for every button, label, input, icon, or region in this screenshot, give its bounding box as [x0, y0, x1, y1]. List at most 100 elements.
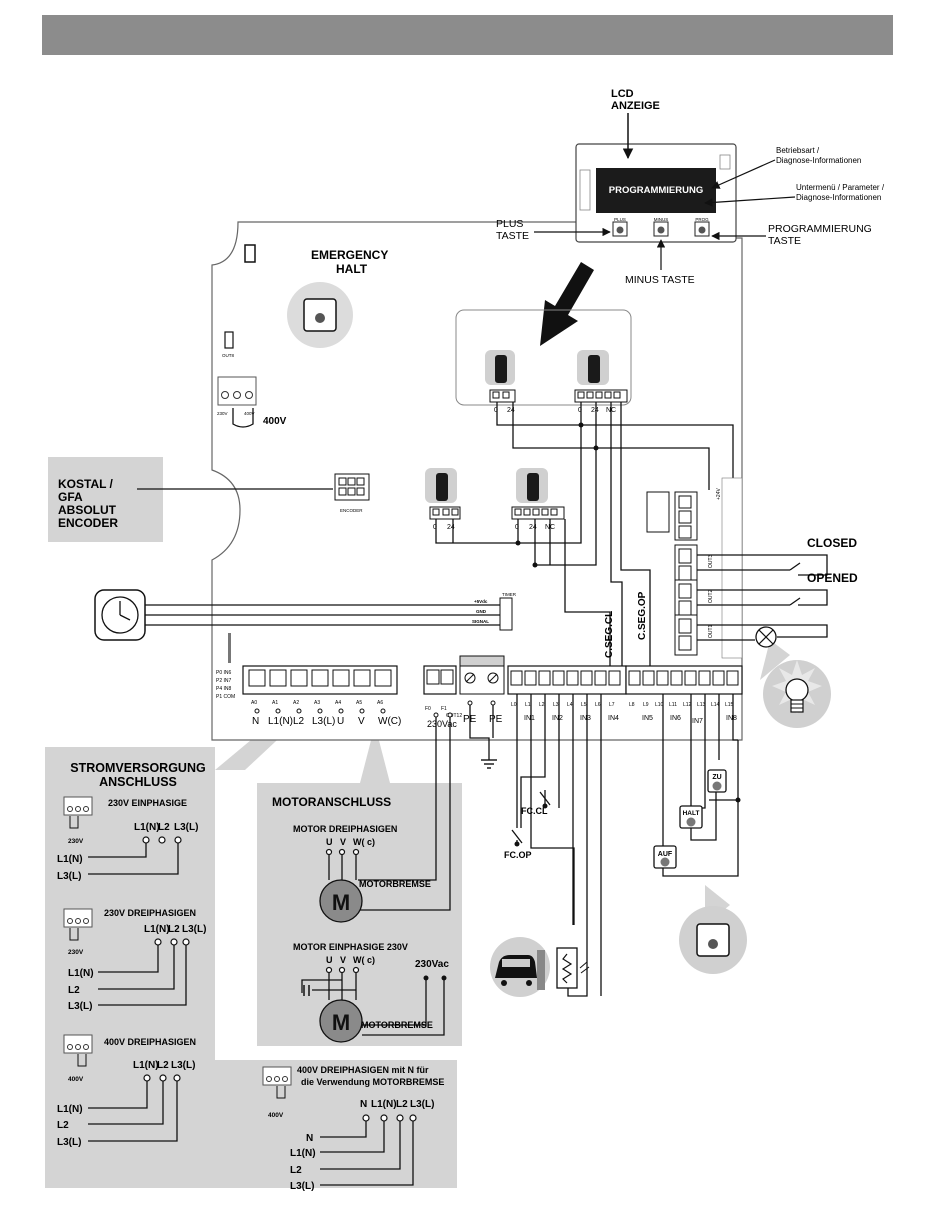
relay-out3 [674, 544, 698, 586]
stop-button[interactable] [679, 906, 747, 974]
svg-text:V: V [358, 716, 365, 727]
svg-text:L2: L2 [293, 716, 305, 727]
svg-text:L3(L): L3(L) [410, 1099, 434, 1110]
svg-text:IN7: IN7 [692, 718, 703, 725]
mini-selector-4 [262, 1066, 292, 1099]
motor-single-phase-title: MOTOR EINPHASIGE 230V [293, 942, 408, 952]
closed-label: CLOSED [807, 536, 857, 550]
svg-text:L1(N): L1(N) [268, 716, 293, 727]
minus-button[interactable]: MINUS [653, 217, 669, 237]
minus-label: MINUS TASTE [625, 274, 695, 286]
svg-text:ABSOLUT: ABSOLUT [58, 503, 117, 517]
timer-connector [499, 597, 513, 631]
motor-2: M [319, 999, 363, 1043]
kostal-panel [48, 457, 163, 542]
halt-button[interactable]: HALT [679, 805, 703, 829]
svg-text:230Vac: 230Vac [415, 959, 449, 970]
svg-text:MOTORBREMSE: MOTORBREMSE [361, 1020, 433, 1030]
motor-panel [257, 783, 462, 1046]
svg-text:L2: L2 [157, 1060, 169, 1071]
fc-op-label: FC.OP [504, 850, 532, 860]
svg-text:GFA: GFA [58, 490, 83, 504]
strom-title: STROMVERSORGUNG [70, 761, 205, 775]
svg-text:24: 24 [591, 407, 599, 414]
voltage-selector [217, 376, 257, 428]
control-board [211, 221, 743, 741]
mini-selector-2 [63, 908, 93, 941]
svg-text:0: 0 [578, 407, 582, 414]
svg-text:U: U [326, 955, 333, 965]
header-bar [42, 15, 893, 55]
svg-text:HALT: HALT [683, 810, 700, 817]
svg-text:PLUS: PLUS [614, 217, 626, 222]
svg-text:P4 IN8: P4 IN8 [216, 686, 232, 692]
svg-text:0: 0 [494, 407, 498, 414]
svg-text:MOTORBREMSE: MOTORBREMSE [359, 879, 431, 889]
svg-text:L3(L): L3(L) [171, 1060, 195, 1071]
input-terminal-block-2 [625, 665, 743, 695]
svg-text:A4: A4 [335, 700, 341, 706]
svg-text:N: N [360, 1099, 367, 1110]
svg-text:A1: A1 [272, 700, 278, 706]
svg-text:L1(N): L1(N) [57, 854, 83, 865]
svg-text:L1: L1 [525, 702, 531, 708]
pe-terminal [459, 655, 505, 695]
svg-text:F1: F1 [441, 706, 447, 712]
emergency-halt-button[interactable] [287, 282, 353, 348]
svg-text:L12: L12 [683, 702, 692, 708]
svg-text:L3(L): L3(L) [312, 716, 335, 727]
section-230-three: 230V DREIPHASIGEN [104, 908, 196, 918]
photocell-4 [511, 468, 565, 520]
timer-clock [94, 589, 146, 641]
svg-text:L7: L7 [609, 702, 615, 708]
svg-text:24: 24 [507, 407, 515, 414]
svg-text:MINUS: MINUS [654, 217, 669, 222]
svg-text:M: M [332, 890, 350, 915]
svg-text:HALT: HALT [336, 262, 368, 276]
plus-button[interactable]: PLUS [612, 217, 628, 237]
section-230-single: 230V EINPHASIGE [108, 798, 187, 808]
note-submenu: Untermenü / Parameter / [796, 183, 885, 192]
svg-text:24: 24 [529, 524, 537, 531]
svg-text:IN5: IN5 [642, 715, 653, 722]
svg-text:IN2: IN2 [552, 715, 563, 722]
kostal-title: KOSTAL / [58, 477, 114, 491]
cseg-op-label: C.SEG.OP [637, 591, 648, 640]
svg-text:PROG: PROG [695, 217, 709, 222]
svg-text:M: M [332, 1010, 350, 1035]
section-400-neutral: 400V DREIPHASIGEN mit N für [297, 1065, 429, 1075]
svg-text:ENCODER: ENCODER [340, 508, 363, 513]
svg-text:24: 24 [447, 524, 455, 531]
section-400-three: 400V DREIPHASIGEN [104, 1037, 196, 1047]
auf-button[interactable]: AUF [653, 845, 677, 869]
svg-text:V: V [340, 837, 346, 847]
svg-text:A6: A6 [377, 700, 383, 706]
svg-text:L6: L6 [595, 702, 601, 708]
svg-text:A2: A2 [293, 700, 299, 706]
photocell-2 [574, 350, 628, 403]
svg-text:OUT3: OUT3 [708, 554, 714, 568]
svg-text:L15: L15 [725, 702, 734, 708]
svg-text:IN1: IN1 [524, 715, 535, 722]
opened-label: OPENED [807, 571, 858, 585]
relay-out2 [674, 579, 698, 621]
svg-text:SIGNAL: SIGNAL [472, 619, 489, 624]
svg-text:U: U [326, 837, 333, 847]
svg-text:230V: 230V [68, 949, 84, 956]
zu-button[interactable]: ZU [707, 769, 727, 793]
program-button[interactable]: PROG [694, 217, 710, 237]
svg-text:230V: 230V [68, 838, 84, 845]
svg-text:L4: L4 [567, 702, 573, 708]
relay-24v-block [646, 491, 698, 541]
program-label: PROGRAMMIERUNG [768, 223, 872, 235]
svg-text:IN8: IN8 [726, 715, 737, 722]
svg-text:P0 IN6: P0 IN6 [216, 670, 232, 676]
svg-text:Diagnose-Informationen: Diagnose-Informationen [796, 193, 881, 202]
svg-text:A0: A0 [251, 700, 257, 706]
motor-three-phase-title: MOTOR DREIPHASIGEN [293, 824, 397, 834]
photocell-1 [485, 350, 516, 403]
svg-text:400V: 400V [268, 1112, 284, 1119]
svg-text:230Vac: 230Vac [427, 719, 457, 729]
svg-text:L3(L): L3(L) [290, 1181, 314, 1192]
